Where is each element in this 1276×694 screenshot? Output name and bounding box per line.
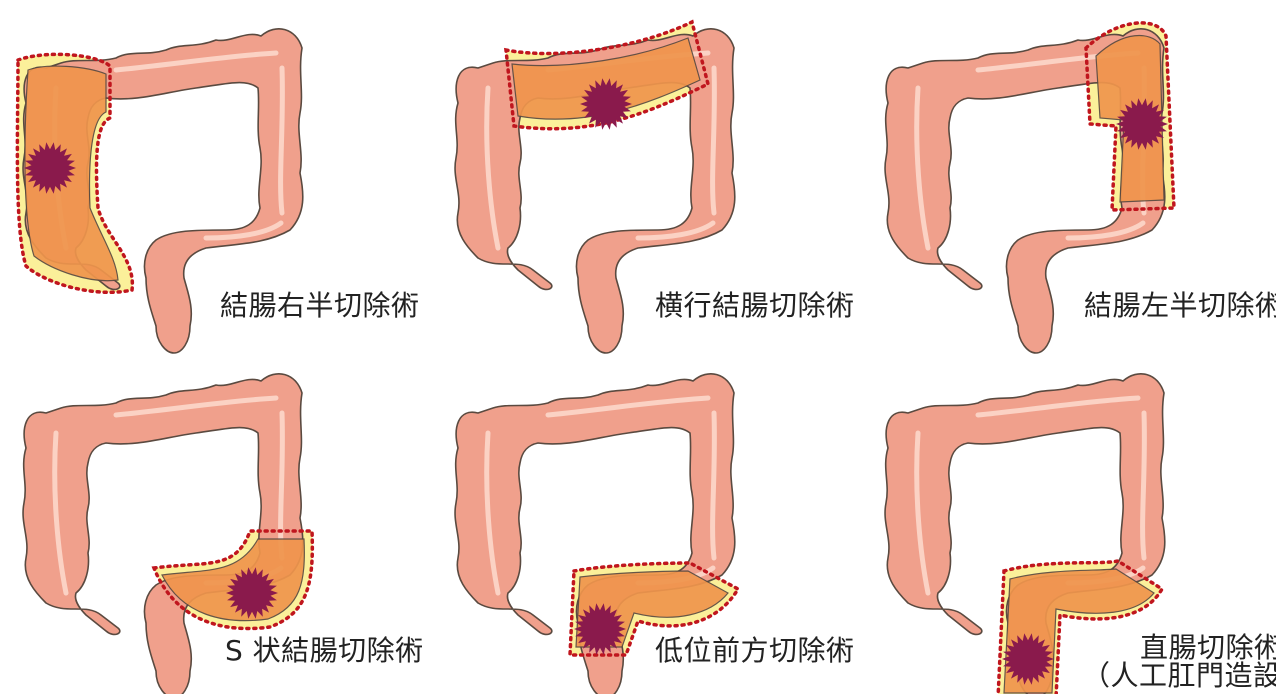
label-transverse-colectomy: 横行結腸切除術 bbox=[655, 290, 855, 322]
colon-panel-rectal-resection bbox=[885, 374, 1165, 694]
label-low-anterior-resection: 低位前方切除術 bbox=[655, 635, 855, 667]
label-sigmoidectomy: S 状結腸切除術 bbox=[225, 635, 424, 667]
label-rectal-resection-sub: （人工肛門造設） bbox=[1082, 660, 1276, 692]
label-left-hemicolectomy: 結腸左半切除術 bbox=[1084, 290, 1276, 322]
label-right-hemicolectomy: 結腸右半切除術 bbox=[220, 290, 420, 322]
